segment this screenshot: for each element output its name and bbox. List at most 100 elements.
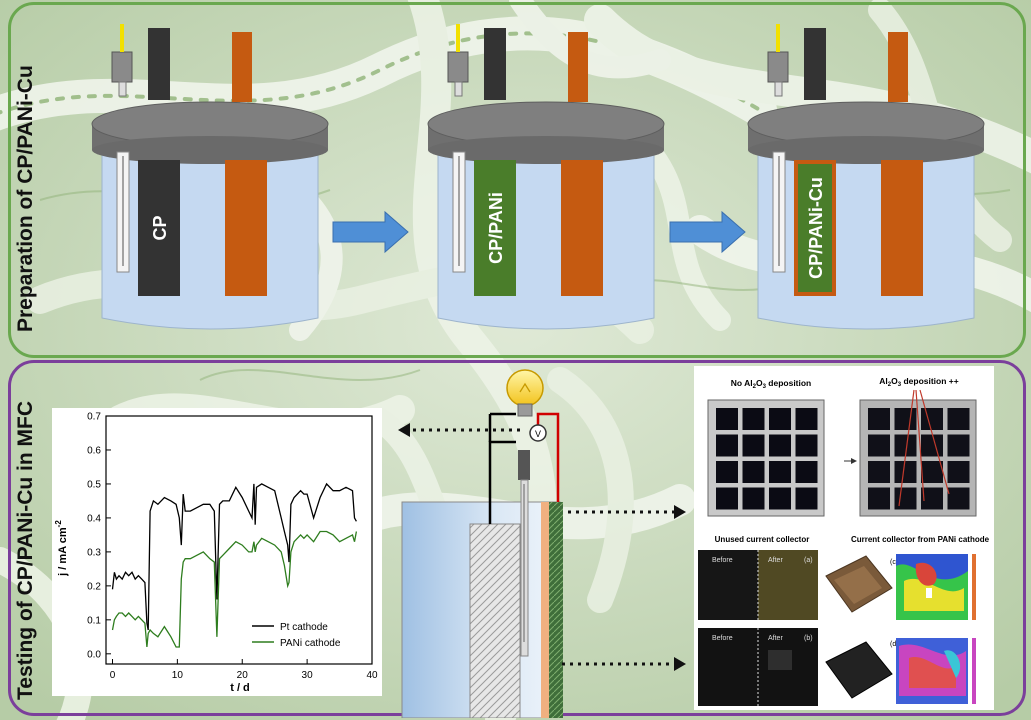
grid-cell [795,461,818,483]
grid-cell [769,487,791,510]
grid-cell [742,487,765,510]
height-map-d [896,638,968,704]
x-tick-label: 30 [302,670,314,681]
grid-cell [921,487,943,510]
collector-grid-unused [707,399,825,517]
grid-cell [716,408,738,430]
counter-electrode-top [888,32,908,102]
plot-frame [105,415,373,665]
cell-3: CP/PANi-Cu [747,24,985,330]
counter-electrode-top [568,32,588,102]
collector-grid-deposition [859,399,977,517]
grid-cell [894,487,917,510]
cell-2: CP/PANi [427,24,665,330]
grid-cell [894,408,917,430]
grid-cell [742,408,765,430]
grid-cell [921,434,943,457]
grid-cell [742,461,765,483]
x-tick-label: 20 [237,670,249,681]
process-arrow-1 [332,210,409,254]
membrane [541,502,549,718]
working-electrode [138,160,180,296]
mfc-diagram: V [401,369,563,718]
before-label-b: Before [712,635,733,642]
voltmeter-label: V [535,429,541,439]
grid-cell [716,434,738,457]
working-electrode [798,164,832,292]
caption-no-deposition: No Al2O3 deposition [731,378,812,390]
process-arrow-2 [669,210,746,254]
counter-electrode [881,160,923,296]
x-tick-label: 0 [110,670,116,681]
grid-cell [947,461,970,483]
arrow-to-inset-top [674,505,686,519]
current-collector-images: No Al2O3 deposition Al2O3 deposition ++ … [694,366,994,710]
surface-3d-d [825,641,893,699]
arrow-to-chart [398,423,410,437]
y-tick-label: 0.7 [87,412,101,423]
caption-deposition: Al2O3 deposition ++ [879,376,958,388]
anode-felt [469,523,521,718]
y-tick-label: 0.2 [87,581,101,592]
x-tick-label: 10 [172,670,184,681]
grid-cell [795,434,818,457]
y-tick-label: 0.0 [87,649,101,660]
after-label-b: After [768,635,783,642]
series-line-pani-cathode [111,530,358,648]
grid-cell [795,408,818,430]
working-electrode-stub [804,28,826,100]
grid-cell [716,487,738,510]
caption-pani: Current collector from PANi cathode [851,535,990,544]
x-tick-label: 40 [366,670,378,681]
y-tick-label: 0.5 [87,479,101,490]
colorbar-d [972,638,976,704]
chart-ylabel: j / mA cm-2 [54,520,69,577]
grid-cell [868,461,890,483]
grid-cell [921,408,943,430]
panel-label-c: (c) [890,559,898,566]
cells-diagram: CP CP/PANi CP/PANi-Cu [91,24,985,330]
wire-red [536,412,560,502]
preparation-panel [8,2,1026,358]
after-label-a: After [768,557,783,564]
grid-cell [868,487,890,510]
legend-label: PANi cathode [280,638,341,649]
grid-cell [947,408,970,430]
electrode-label: CP/PANi [486,192,506,264]
y-tick-label: 0.4 [87,513,101,524]
arrow-to-inset-bottom [674,657,686,671]
y-tick-label: 0.6 [87,445,101,456]
grid-cell [716,461,738,483]
chart-xlabel: t / d [230,682,250,694]
light-bulb-icon [506,369,544,417]
deposition-pointer-lines [898,389,950,507]
working-electrode [474,160,516,296]
cathode-layer [549,502,563,718]
grid-cell [947,487,970,510]
series-line-pt-cathode [111,482,357,631]
counter-electrode-top [232,32,252,102]
grid-cell [868,408,890,430]
grid-cell [769,434,791,457]
y-tick-label: 0.1 [87,615,101,626]
legend-label: Pt cathode [280,622,328,633]
grid-cell [795,487,818,510]
working-electrode-stub [484,28,506,100]
grid-cell [769,461,791,483]
colorbar-c [972,554,976,620]
panel-label-d: (d) [890,641,899,648]
grid-cell [894,461,917,483]
grid-cell [947,434,970,457]
working-electrode-stub [148,28,170,100]
grid-cell [769,408,791,430]
before-label-a: Before [712,557,733,564]
inset-svg: No Al2O3 deposition Al2O3 deposition ++ … [698,376,990,706]
panel-label-a: (a) [804,557,813,564]
electrode-label: CP/PANi-Cu [806,177,826,279]
grid-cell [868,434,890,457]
electrode-label: CP [150,215,170,240]
height-map-c [896,554,968,620]
